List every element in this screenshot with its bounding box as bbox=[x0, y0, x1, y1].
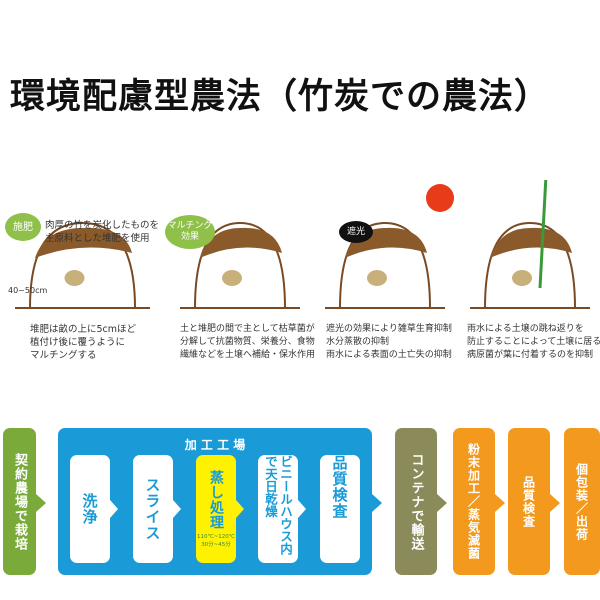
step-slice: スライス bbox=[133, 455, 173, 563]
ridge-outline bbox=[194, 221, 286, 309]
height-label: 40~50cm bbox=[8, 286, 48, 295]
panel-caption: 雨水による土壌の跳ね返りを 防止することによって土壌に居る 病原菌が葉に付着する… bbox=[467, 324, 600, 360]
ridge-outline bbox=[339, 221, 431, 309]
arrow-icon bbox=[437, 494, 447, 512]
arrow-icon bbox=[298, 500, 306, 518]
step-inspection: 品質検査 bbox=[320, 455, 360, 563]
arrow-icon bbox=[236, 500, 244, 518]
badge-mulching: マルチング 効果 bbox=[165, 215, 215, 249]
arrow-icon bbox=[372, 494, 382, 512]
arrow-icon bbox=[173, 500, 181, 518]
flow-transport: コンテナで輸送 bbox=[395, 428, 437, 575]
ridge-outline bbox=[484, 221, 576, 309]
arrow-icon bbox=[495, 494, 505, 512]
factory-label: 加 工 工 場 bbox=[184, 438, 246, 452]
plant-icon bbox=[538, 180, 548, 289]
flow-start: 契約農場で栽培 bbox=[3, 428, 36, 575]
ginger-icon bbox=[512, 270, 532, 286]
step-wash: 洗浄 bbox=[70, 455, 110, 563]
panel-caption: 堆肥は畝の上に5cmほど 植付け後に覆うように マルチングする bbox=[30, 324, 137, 361]
flow-powder: 粉末加工／蒸気滅菌 bbox=[453, 428, 495, 575]
cross-section-illustrations bbox=[15, 180, 590, 309]
steam-temperature: 110℃~120℃ bbox=[197, 534, 235, 540]
ginger-icon bbox=[367, 270, 387, 286]
steam-time: 30分~45分 bbox=[201, 542, 231, 548]
arrow-icon bbox=[550, 494, 560, 512]
sun-icon bbox=[426, 184, 454, 212]
flow-packaging: 個包装／出荷 bbox=[564, 428, 600, 575]
panel-caption: 遮光の効果により雑草生育抑制 水分蒸散の抑制 雨水による表面の土亡失の抑制 bbox=[326, 324, 452, 360]
compost-layer bbox=[35, 227, 132, 258]
flow-inspection: 品質検査 bbox=[508, 428, 550, 575]
ridge-outline bbox=[29, 221, 136, 309]
panel-note: 肉厚の竹を炭化したものを 主原料とした堆肥を使用 bbox=[45, 220, 160, 244]
compost-layer bbox=[200, 227, 282, 258]
badge-shading: 遮光 bbox=[339, 221, 373, 243]
step-sun-dry: ビニールハウス内で天日乾燥 bbox=[258, 455, 298, 563]
panel-caption: 土と堆肥の間で主として枯草菌が 分解して抗菌物質、栄養分、食物 繊維などを土壌へ… bbox=[180, 324, 316, 360]
page-title: 環境配慮型農法（竹炭での農法） bbox=[10, 77, 551, 117]
compost-layer bbox=[490, 227, 572, 258]
badge-fertilizer: 施肥 bbox=[5, 213, 41, 241]
arrow-icon bbox=[110, 500, 118, 518]
ginger-icon bbox=[222, 270, 242, 286]
arrow-icon bbox=[36, 494, 46, 512]
step-steam-label: 蒸し処理 bbox=[208, 470, 224, 530]
ginger-icon bbox=[64, 270, 85, 286]
step-steam: 蒸し処理 110℃~120℃ 30分~45分 bbox=[196, 455, 236, 563]
